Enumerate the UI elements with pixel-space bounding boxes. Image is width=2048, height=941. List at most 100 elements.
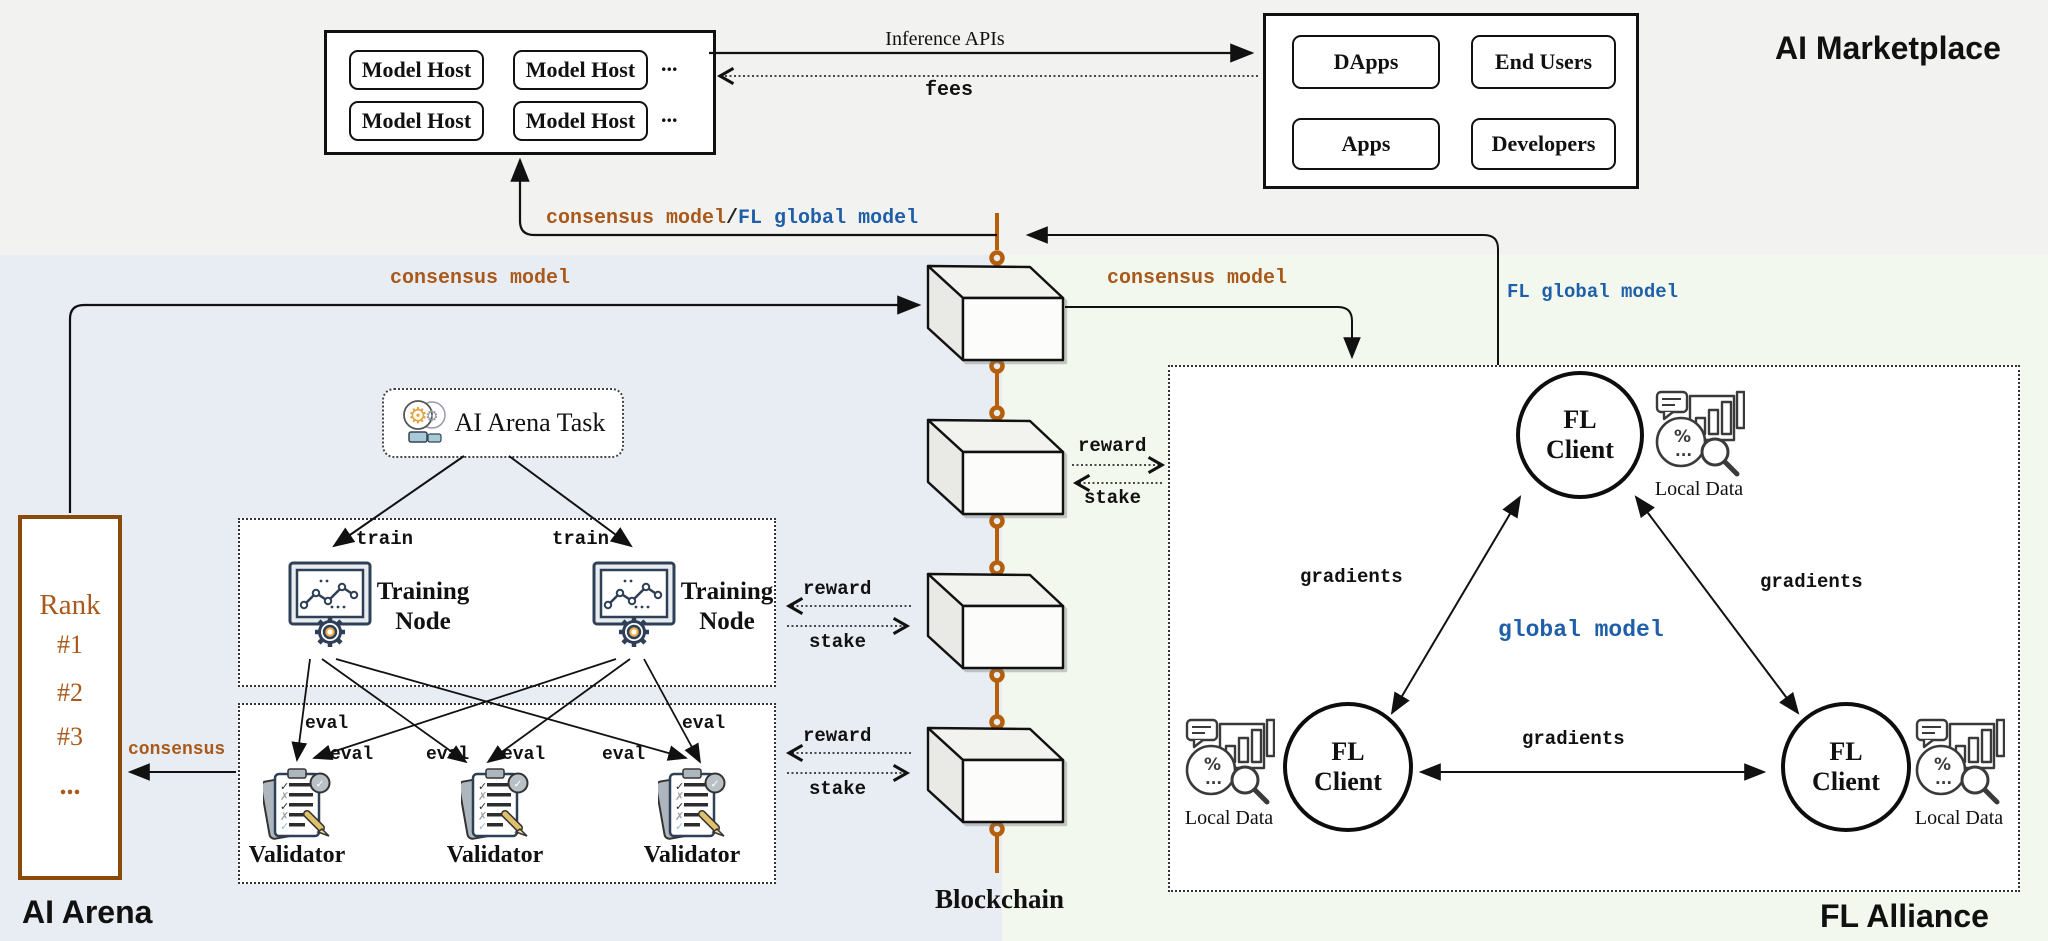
training-node-icon <box>592 561 676 655</box>
fl-client-circle: FL Client <box>1781 702 1911 832</box>
ai-arena-task-label: AI Arena Task <box>454 408 606 437</box>
consensus-model-right-label: consensus model <box>1107 267 1288 290</box>
models-to-host-line <box>510 157 997 237</box>
inference-apis-label: Inference APIs <box>885 27 1005 50</box>
fl-client-circle: FL Client <box>1283 702 1413 832</box>
task-lightbulb-gears-icon: ⚙ ⚙ <box>401 395 449 451</box>
svg-text:✓: ✓ <box>675 820 684 833</box>
blockchain-blocks <box>926 264 1065 824</box>
block <box>926 572 1065 670</box>
fl-global-to-chain-line <box>1025 226 1499 365</box>
fl-global-model-label: FL global model <box>738 207 919 230</box>
fl-client-label: FL Client <box>1812 737 1880 796</box>
gradients-label: gradients <box>1760 571 1863 593</box>
svg-text:✗: ✗ <box>280 810 289 823</box>
rank-item: #2 <box>57 678 83 707</box>
training-container <box>238 518 776 687</box>
validator-clipboard-icon: ✓ ✗ ✓ ✗ ✓ ✓ <box>655 768 726 842</box>
svg-text:...: ... <box>1205 770 1222 788</box>
rank-box: Rank #1 #2 #3 ... <box>18 515 122 880</box>
svg-text:✓: ✓ <box>478 800 487 813</box>
gradients-arrows <box>1390 495 1800 781</box>
eval-label: eval <box>305 714 349 734</box>
local-data-label: Local Data <box>1654 477 1744 500</box>
blockchain-chain <box>989 213 1005 873</box>
models-to-host-label: consensus model/FL global model <box>546 207 918 230</box>
stake-label: stake <box>809 778 867 800</box>
gradients-label: gradients <box>1522 728 1625 750</box>
reward-label: reward <box>803 578 872 600</box>
arena-title: AI Arena <box>22 894 153 930</box>
svg-text:✗: ✗ <box>478 790 487 803</box>
model-host-box: Model Host <box>349 50 484 90</box>
validator-clipboard-icon: ✓ ✗ ✓ ✗ ✓ ✓ <box>458 768 529 842</box>
fees-label: fees <box>925 79 974 102</box>
validator-clipboard-icon: ✓ ✗ ✓ ✗ ✓ ✓ <box>260 768 331 842</box>
svg-text:✓: ✓ <box>513 778 522 791</box>
model-host-box: Model Host <box>349 101 484 141</box>
svg-text:✓: ✓ <box>710 778 719 791</box>
train-label: train <box>356 528 414 550</box>
blockchain-label: Blockchain <box>934 884 1065 914</box>
svg-text:✓: ✓ <box>315 778 324 791</box>
local-data-label: Local Data <box>1914 806 2004 829</box>
local-data-icon: % ... <box>1653 386 1746 478</box>
global-model-label: global model <box>1498 617 1664 643</box>
consensus-model-left-label: consensus model <box>390 267 571 290</box>
developers-box: Developers <box>1471 118 1616 170</box>
training-node-label: Training Node <box>680 578 774 635</box>
block <box>926 418 1065 516</box>
fl-client-label: FL Client <box>1314 737 1382 796</box>
svg-text:%: % <box>1934 755 1951 775</box>
rank-item: #3 <box>57 722 83 751</box>
marketplace-panel: DApps End Users Apps Developers <box>1263 13 1639 189</box>
block <box>926 264 1065 362</box>
consensus-model-label: consensus model <box>546 207 727 230</box>
svg-text:%: % <box>1674 427 1691 447</box>
training-node-icon <box>288 561 372 655</box>
stake-label: stake <box>809 631 867 653</box>
svg-text:✓: ✓ <box>280 800 289 813</box>
eval-arrows <box>291 658 701 764</box>
svg-text:✓: ✓ <box>280 780 289 793</box>
ai-arena-task-box: ⚙ ⚙ AI Arena Task <box>382 388 624 458</box>
validator-label: Validator <box>446 841 544 868</box>
fl-global-model-right-label: FL global model <box>1507 281 1679 303</box>
eval-label: eval <box>682 714 726 734</box>
svg-text:✗: ✗ <box>675 810 684 823</box>
rank-header: Rank <box>39 588 101 621</box>
dapps-box: DApps <box>1292 35 1440 89</box>
eval-label: eval <box>426 745 470 765</box>
validator-label: Validator <box>248 841 346 868</box>
svg-text:✓: ✓ <box>478 820 487 833</box>
train-label: train <box>552 528 610 550</box>
validator-label: Validator <box>643 841 741 868</box>
svg-text:✓: ✓ <box>478 780 487 793</box>
local-data-icon: % ... <box>1913 714 2006 806</box>
svg-text:%: % <box>1204 755 1221 775</box>
block <box>926 726 1065 824</box>
svg-text:...: ... <box>1935 770 1952 788</box>
training-node-label: Training Node <box>376 578 470 635</box>
train-arrow <box>508 455 633 548</box>
gradients-label: gradients <box>1300 566 1403 588</box>
model-host-ellipsis: ... <box>661 102 678 127</box>
svg-text:✓: ✓ <box>675 800 684 813</box>
local-data-icon: % ... <box>1183 714 1276 806</box>
local-data-label: Local Data <box>1184 806 1274 829</box>
svg-text:⚙: ⚙ <box>425 407 438 425</box>
alliance-title: FL Alliance <box>1820 898 1989 934</box>
eval-label: eval <box>330 745 374 765</box>
slash: / <box>726 207 739 230</box>
svg-text:✓: ✓ <box>280 820 289 833</box>
model-host-ellipsis: ... <box>661 51 678 76</box>
rank-item: #1 <box>57 630 83 659</box>
marketplace-title: AI Marketplace <box>1775 30 2001 66</box>
apps-box: Apps <box>1292 118 1440 170</box>
model-host-box: Model Host <box>513 101 648 141</box>
svg-text:✗: ✗ <box>675 790 684 803</box>
fl-client-circle: FL Client <box>1516 371 1644 499</box>
svg-text:⚙: ⚙ <box>408 404 428 429</box>
stake-label: stake <box>1084 487 1142 509</box>
